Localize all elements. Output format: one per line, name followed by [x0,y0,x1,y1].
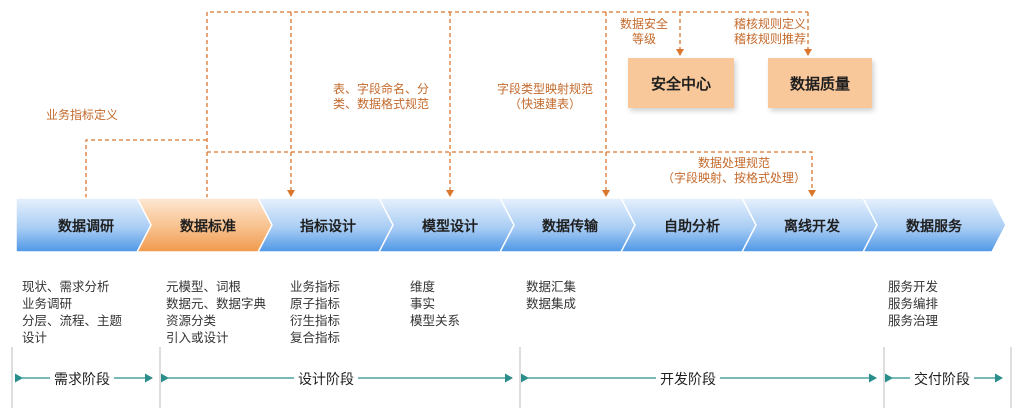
stage-items-standard: 元模型、词根 数据元、数据字典 资源分类 引入或设计 [166,278,266,346]
research-loop-line [85,139,207,198]
list-item: 衍生指标 [290,313,341,328]
stage-items-service: 服务开发 服务编排 服务治理 [888,278,938,329]
standard-top-line [206,11,808,198]
stage-items-research: 现状、需求分析 业务调研 分层、流程、主题 设计 [22,278,122,346]
stage-label: 数据传输 [542,219,598,235]
list-item: 数据汇集 [526,279,577,294]
stage-label: 自助分析 [664,219,720,235]
list-item: 服务开发 [888,279,939,294]
phase-label-development: 开发阶段 [656,369,720,389]
stage-items-transfer: 数据汇集 数据集成 [526,278,576,312]
stage-label: 模型设计 [422,219,478,235]
list-item: 复合指标 [290,330,341,345]
annotation-security-level: 数据安全 等级 [620,17,669,46]
processing-spec-line [207,151,816,197]
list-item: 引入或设计 [166,330,229,345]
dashed-connectors [85,11,816,198]
stage-chevrons [15,197,1007,253]
list-item: 分层、流程、主题 [22,313,123,328]
list-item: 设计 [22,330,48,345]
list-item: 数据元、数据字典 [166,296,267,311]
list-item: 维度 [410,279,436,294]
stage-label: 数据调研 [58,219,114,235]
stage-label: 指标设计 [300,219,356,235]
list-item: 数据集成 [526,296,577,311]
annotation-table-naming: 表、字段命名、分 类、数据格式规范 [333,82,430,111]
data-quality-box: 数据质量 [768,58,872,108]
list-item: 业务调研 [22,296,73,311]
list-item: 元模型、词根 [166,279,242,294]
list-item: 事实 [410,296,436,311]
annotation-field-mapping: 字段类型映射规范 （快速建表） [497,82,594,111]
list-item: 原子指标 [290,296,341,311]
stage-items-model: 维度 事实 模型关系 [410,278,460,329]
list-item: 模型关系 [410,313,461,328]
list-item: 服务编排 [888,296,939,311]
list-item: 现状、需求分析 [22,279,110,294]
list-item: 业务指标 [290,279,341,294]
stage-label: 数据服务 [906,219,962,235]
list-item: 资源分类 [166,313,217,328]
stage-items-metric: 业务指标 原子指标 衍生指标 复合指标 [290,278,340,346]
phase-label-design: 设计阶段 [294,369,358,389]
annotation-processing: 数据处理规范 （字段映射、按格式处理） [662,156,807,185]
stage-label: 数据标准 [180,219,236,235]
security-center-box: 安全中心 [628,58,734,108]
phase-label-requirements: 需求阶段 [50,369,114,389]
phase-lines [11,347,1012,408]
annotation-quality-rules: 稽核规则定义 稽核规则推荐 [734,17,807,46]
stage-label: 离线开发 [784,219,840,235]
phase-label-delivery: 交付阶段 [910,369,974,389]
list-item: 服务治理 [888,313,939,328]
stage-chevron [861,197,1007,253]
annotation-business-metric: 业务指标定义 [46,108,119,122]
